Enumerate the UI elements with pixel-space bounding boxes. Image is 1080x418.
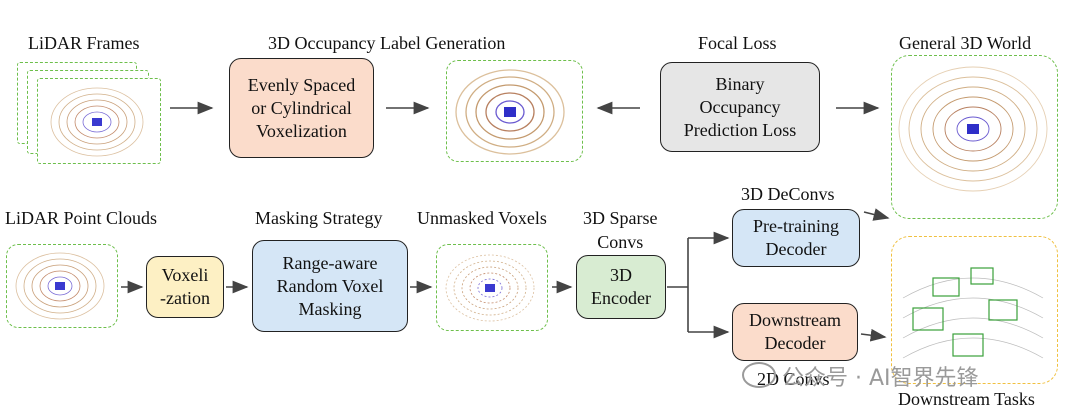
lidar-frame-front bbox=[37, 78, 161, 164]
label-downstream-tasks: Downstream Tasks bbox=[898, 389, 1035, 409]
voxelization-box: Evenly Spaced or Cylindrical Voxelizatio… bbox=[229, 58, 374, 158]
pretrain-decoder-box: Pre-training Decoder bbox=[732, 209, 860, 267]
point-cloud-panel bbox=[6, 244, 118, 328]
downstream-tasks-panel bbox=[891, 236, 1058, 384]
arrow-pretrain-to-world bbox=[863, 208, 890, 221]
label-lidar-frames: LiDAR Frames bbox=[28, 33, 140, 53]
voxelization-box-text: Evenly Spaced or Cylindrical Voxelizatio… bbox=[247, 74, 356, 141]
downstream-tasks-image bbox=[902, 267, 1044, 359]
general-world-image bbox=[898, 66, 1048, 192]
lidar-scan-image bbox=[50, 87, 144, 157]
general-world-panel bbox=[891, 55, 1058, 219]
point-cloud-image bbox=[15, 252, 105, 320]
downstream-decoder-box: Downstream Decoder bbox=[732, 303, 858, 361]
label-sparse-convs: 3D Sparse Convs bbox=[583, 208, 658, 252]
pretrain-decoder-box-text: Pre-training Decoder bbox=[753, 216, 839, 259]
arrow-downstream-to-tasks bbox=[860, 328, 887, 342]
voxeli-box-text: Voxeli -zation bbox=[160, 265, 210, 308]
range-masking-box: Range-aware Random Voxel Masking bbox=[252, 240, 408, 332]
label-masking-strategy: Masking Strategy bbox=[255, 208, 383, 228]
occupancy-label-image bbox=[455, 69, 565, 155]
label-point-clouds: LiDAR Point Clouds bbox=[5, 208, 158, 228]
watermark-text: 公众号 · AI智界先锋 bbox=[782, 366, 979, 391]
range-masking-box-text: Range-aware Random Voxel Masking bbox=[276, 252, 384, 319]
loss-box-text: Binary Occupancy Prediction Loss bbox=[683, 73, 797, 140]
unmasked-voxels-image bbox=[445, 254, 535, 322]
label-unmasked-voxels: Unmasked Voxels bbox=[417, 208, 547, 228]
label-deconvs: 3D DeConvs bbox=[741, 184, 835, 204]
label-label-generation: 3D Occupancy Label Generation bbox=[268, 33, 506, 53]
occupancy-label-panel bbox=[446, 60, 583, 162]
label-general-world: General 3D World bbox=[899, 33, 1032, 53]
encoder-box: 3D Encoder bbox=[576, 255, 666, 319]
loss-box: Binary Occupancy Prediction Loss bbox=[660, 62, 820, 152]
downstream-decoder-box-text: Downstream Decoder bbox=[749, 310, 841, 353]
unmasked-voxels-panel bbox=[436, 244, 548, 331]
label-focal-loss: Focal Loss bbox=[698, 33, 777, 53]
encoder-box-text: 3D Encoder bbox=[591, 265, 651, 308]
watermark-logo-icon bbox=[742, 362, 776, 388]
voxeli-box: Voxeli -zation bbox=[146, 256, 224, 318]
